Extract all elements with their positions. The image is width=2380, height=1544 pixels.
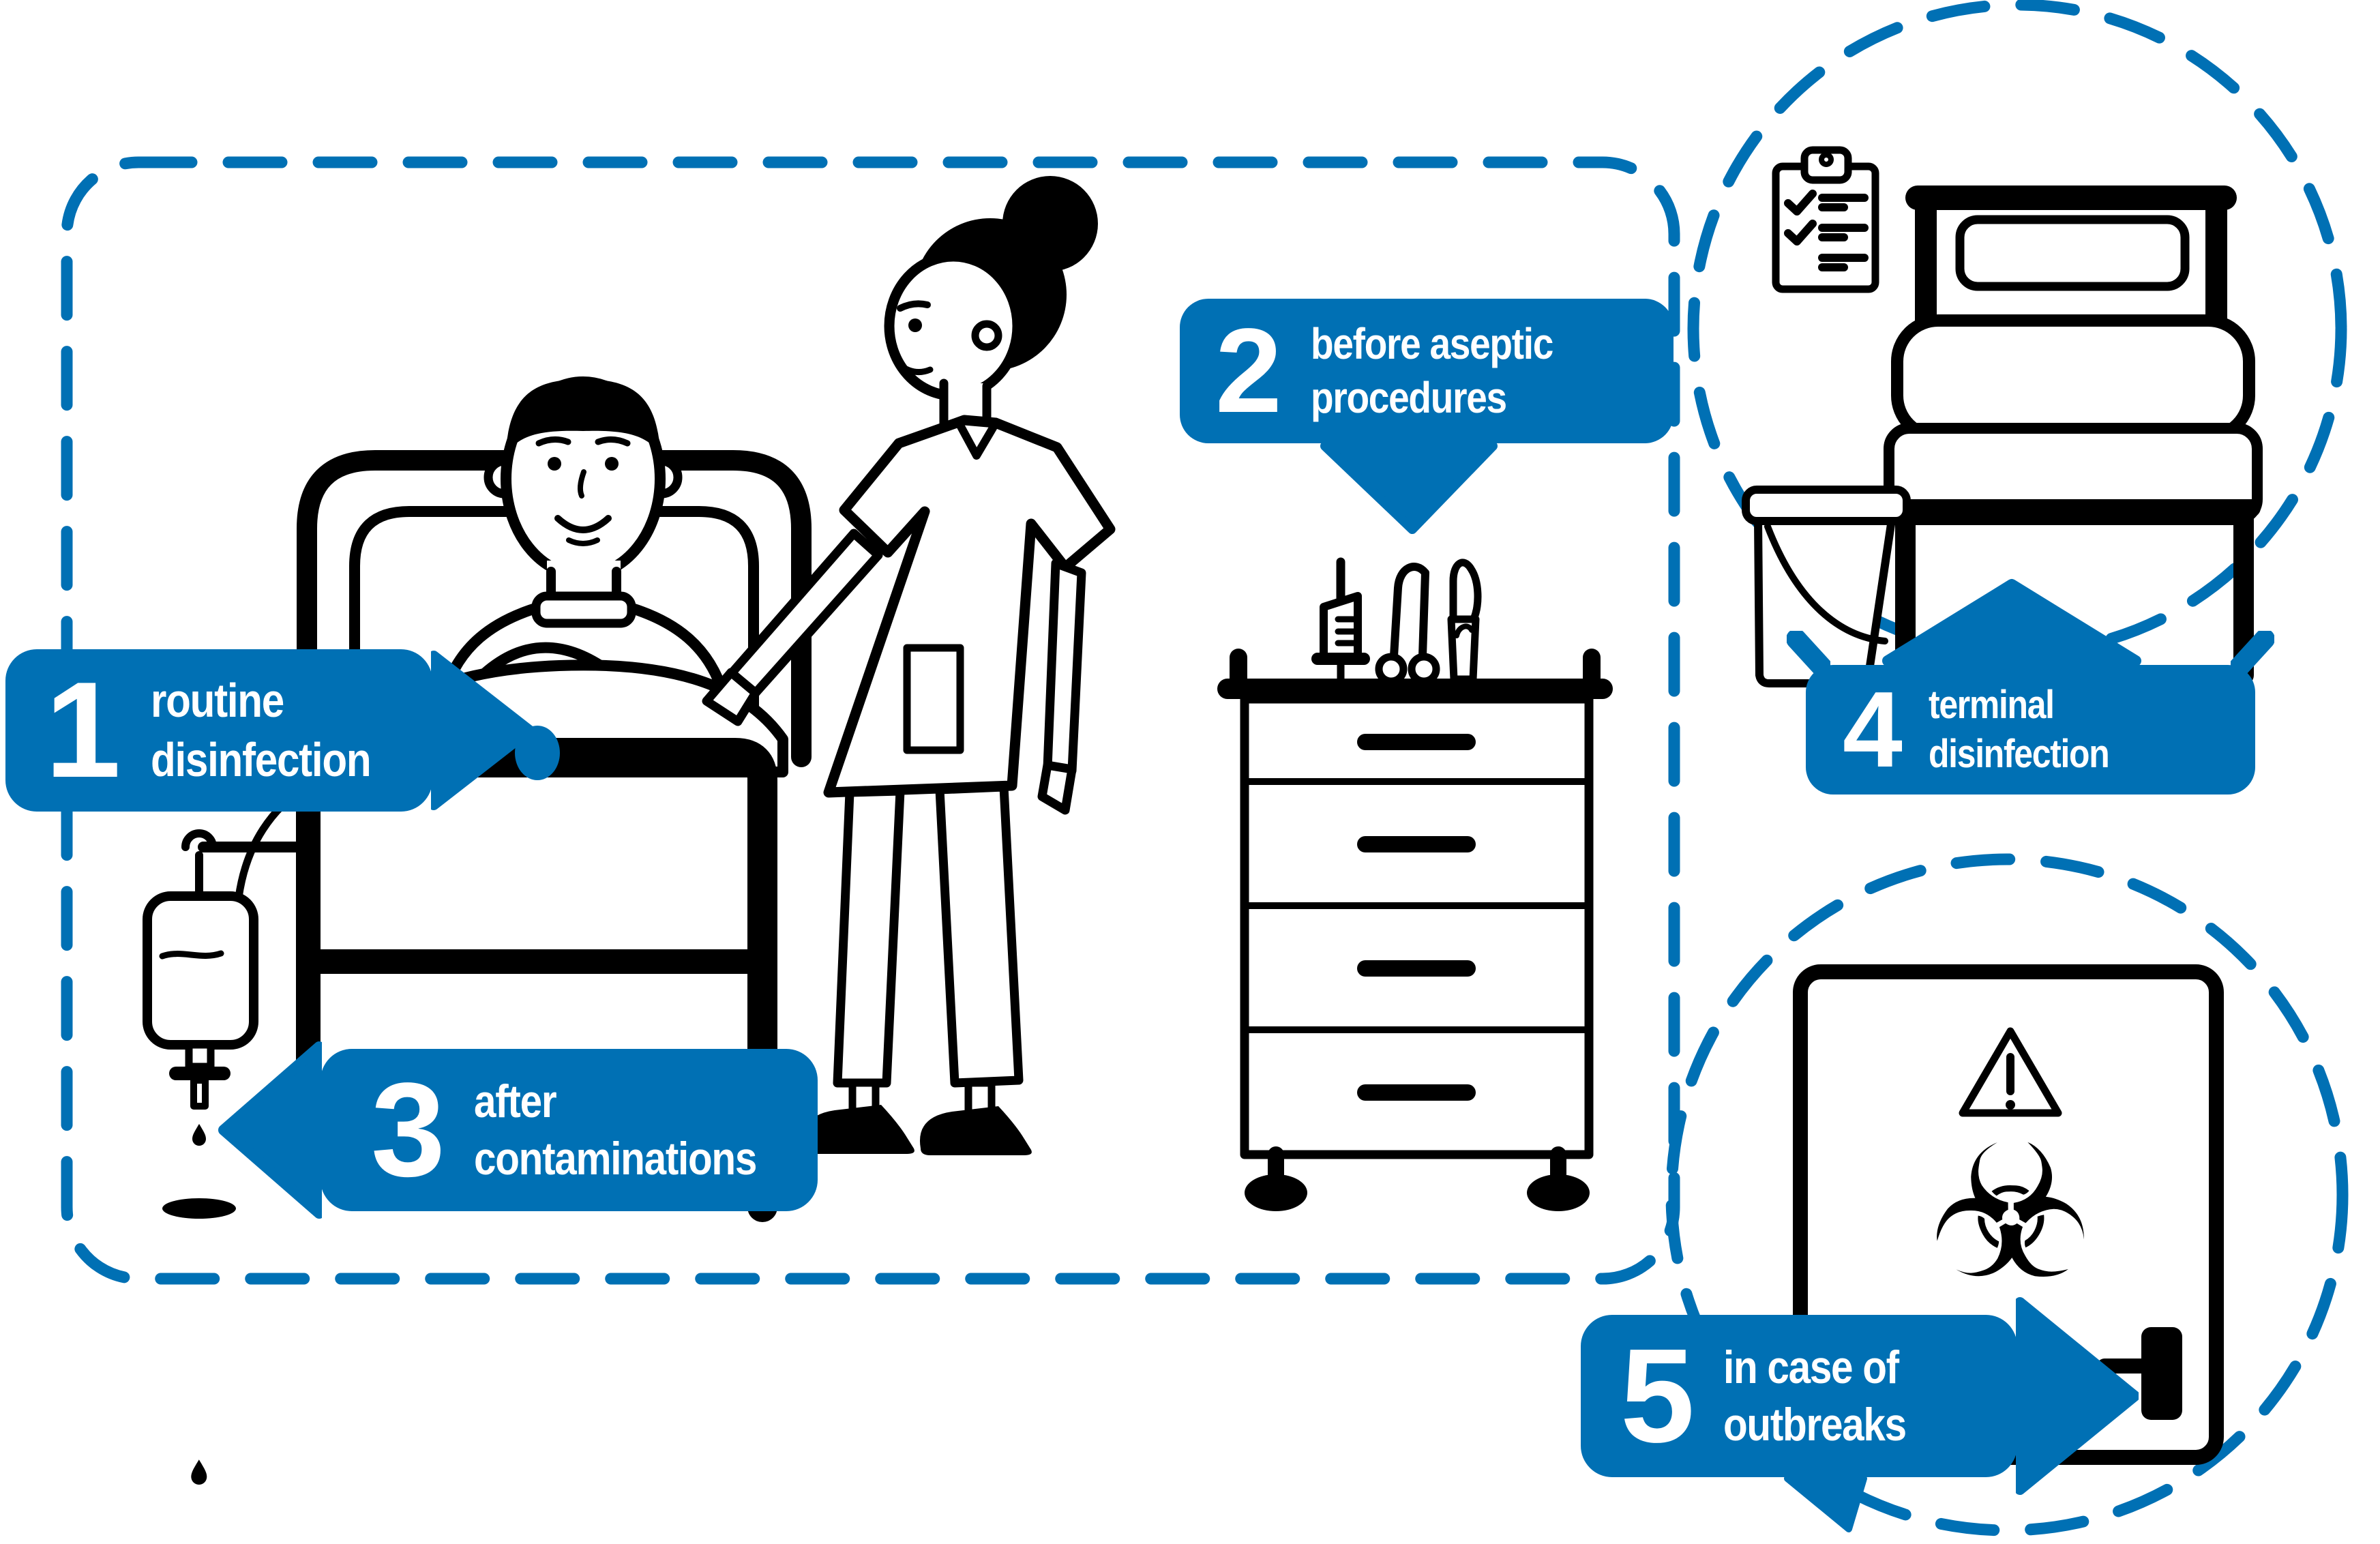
- bubble-tail-down: [1784, 1476, 1867, 1532]
- step1-line2: disinfection: [151, 733, 372, 786]
- arrow-right-tip: [431, 651, 533, 810]
- arrow-right-tip: [2016, 1297, 2139, 1495]
- syringe-icon: [1311, 557, 1370, 692]
- patient-hair: [506, 379, 660, 453]
- outbreak-zone-dashed-circle: [1665, 853, 2349, 1536]
- medical-cart-icon: [1217, 649, 1613, 1211]
- step3-label-after-contaminations: 3 after contaminations: [218, 1041, 818, 1219]
- step4-line1: terminal: [1928, 683, 2055, 728]
- step2-line2: procedures: [1310, 373, 1507, 422]
- step5-label-in-case-of-outbreaks: 5 in case of outbreaks: [1581, 1297, 2139, 1532]
- step1-number: 1: [45, 654, 121, 806]
- step2-label-before-aseptic-procedures: 2 before aseptic procedures: [1180, 299, 1674, 534]
- step4-number: 4: [1843, 670, 1903, 790]
- nurse-shoe: [802, 1105, 914, 1154]
- step4-line2: disinfection: [1928, 732, 2110, 776]
- step4-label-terminal-disinfection: 4 terminal disinfection: [1787, 579, 2274, 795]
- step1-line1: routine: [151, 674, 284, 728]
- patient-in-bed-icon: [296, 376, 812, 1222]
- step5-line1: in case of: [1723, 1341, 1899, 1393]
- door-handle-icon: [2097, 1327, 2182, 1420]
- step5-number: 5: [1620, 1321, 1695, 1470]
- clamp-icon: [1375, 563, 1440, 685]
- cart-wheel: [1527, 1174, 1590, 1211]
- scalpel-icon: [1447, 559, 1482, 683]
- step3-number: 3: [371, 1055, 446, 1204]
- nurse-icon: [702, 176, 1116, 1155]
- step3-line1: after: [474, 1075, 557, 1127]
- step3-line2: contaminations: [474, 1133, 757, 1185]
- checklist-icon: [1772, 146, 1879, 293]
- biohazard-icon: ☣: [1928, 1105, 2093, 1320]
- bubble-tail-up: [1882, 579, 2141, 666]
- nurse-scrubs: [823, 415, 1116, 798]
- nurse-shoe: [919, 1106, 1032, 1155]
- cart-wheel: [1245, 1174, 1307, 1211]
- banner-horn-left: [1787, 631, 1830, 674]
- step5-line2: outbreaks: [1723, 1399, 1907, 1451]
- bubble-tail-down: [1320, 442, 1498, 534]
- drip-drop-icon: [192, 1124, 206, 1146]
- arrow-left-tip: [218, 1041, 322, 1219]
- step1-label-routine-disinfection: 1 routine disinfection: [5, 649, 533, 812]
- spill-puddle-icon: [162, 1198, 236, 1219]
- warning-icon: [1959, 1027, 2062, 1117]
- scrubs-pocket: [903, 644, 964, 754]
- step2-line1: before aseptic: [1310, 318, 1553, 368]
- banner-horn-right: [2231, 631, 2274, 674]
- drip-drop-icon: [191, 1459, 207, 1485]
- hospital-bed-icon: [1884, 185, 2263, 685]
- step2-number: 2: [1215, 304, 1282, 438]
